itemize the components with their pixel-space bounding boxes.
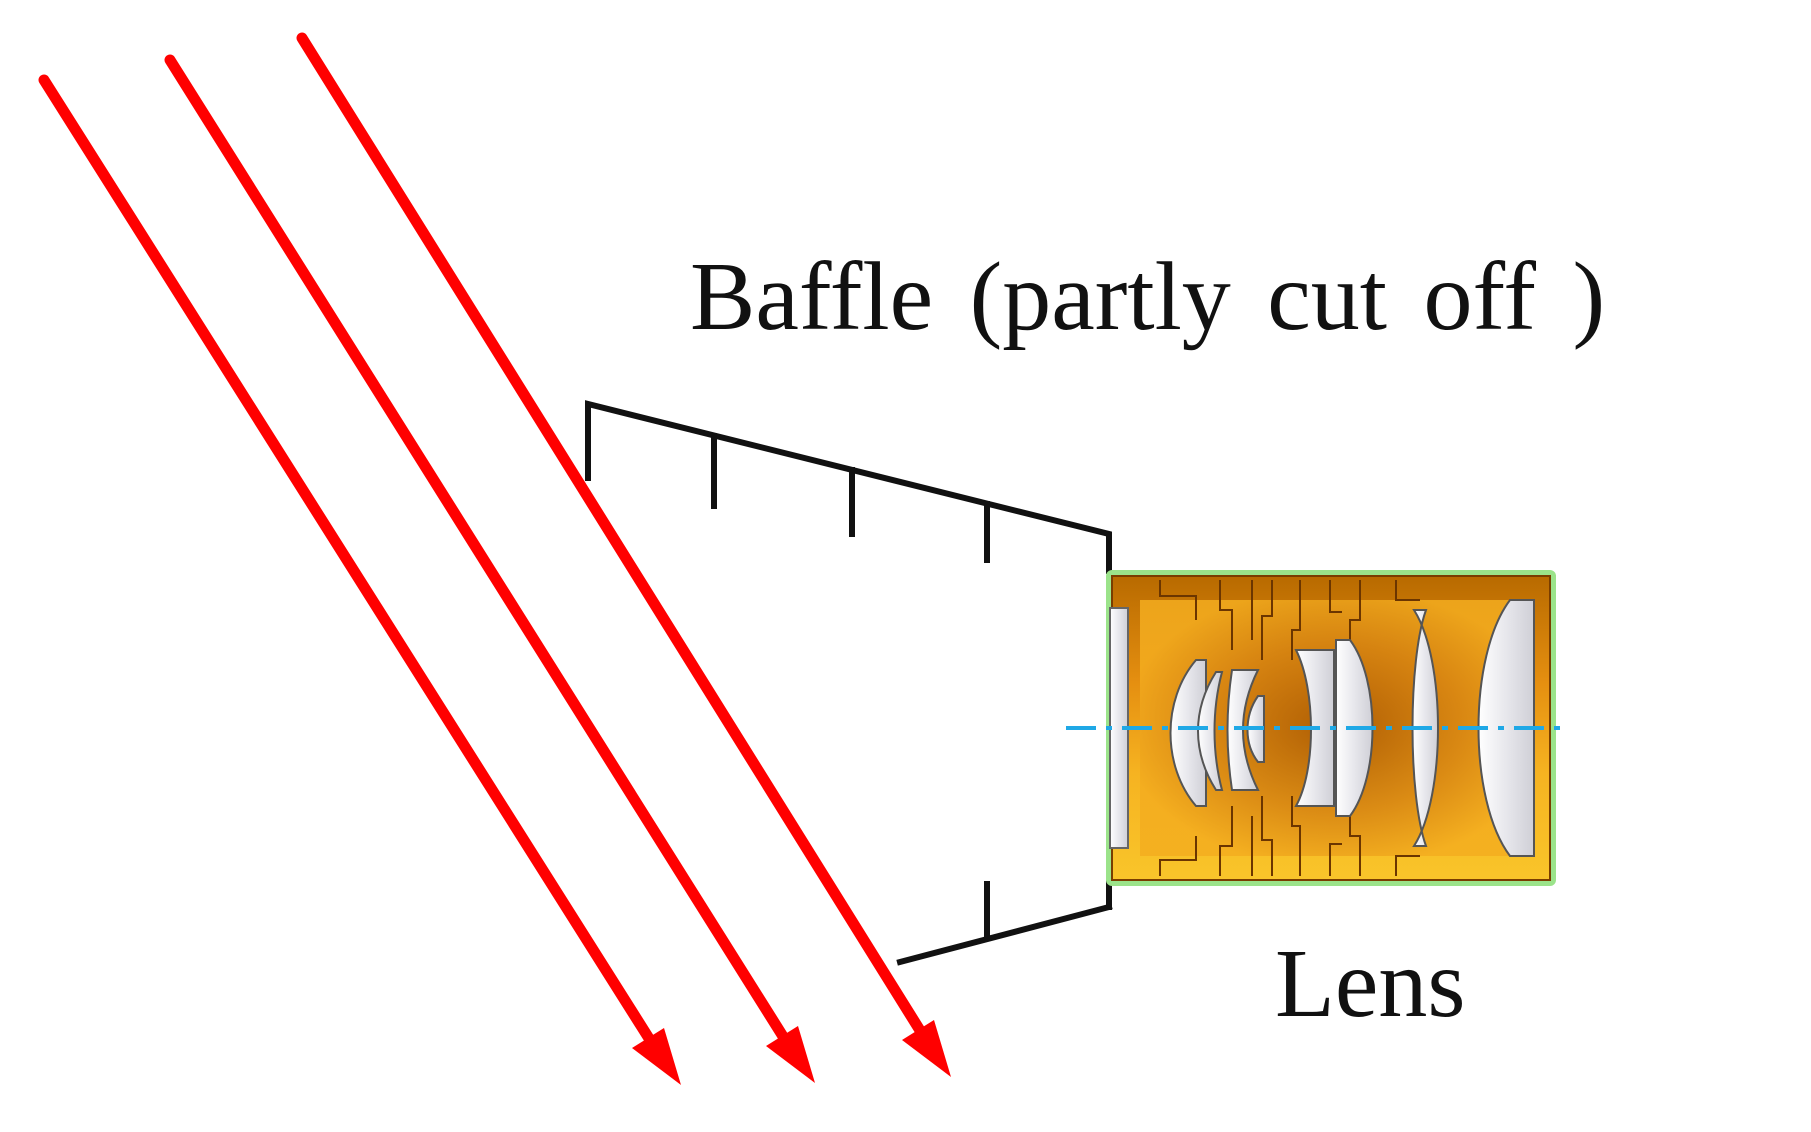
baffle-top-edge xyxy=(585,400,1112,574)
lens-element-8 xyxy=(1477,599,1535,857)
light-ray-2 xyxy=(164,54,815,1083)
lens-element-1 xyxy=(1169,659,1207,807)
baffle xyxy=(585,400,1113,966)
lens-label: Lens xyxy=(1275,930,1466,1038)
arrow-down-right-icon xyxy=(766,1026,815,1083)
baffle-label: Baffle (partly cut off ) xyxy=(690,243,1606,351)
light-ray-1 xyxy=(38,74,681,1085)
lens-spacers xyxy=(1159,580,1420,876)
camera-lens-cross-section-icon xyxy=(1066,570,1566,886)
baffle-bottom-edge xyxy=(896,903,1113,966)
light-rays xyxy=(38,32,951,1085)
arrow-down-right-icon xyxy=(632,1028,681,1085)
light-ray-3 xyxy=(296,32,951,1077)
arrow-down-right-icon xyxy=(902,1020,951,1077)
lens-element-2 xyxy=(1197,671,1224,791)
